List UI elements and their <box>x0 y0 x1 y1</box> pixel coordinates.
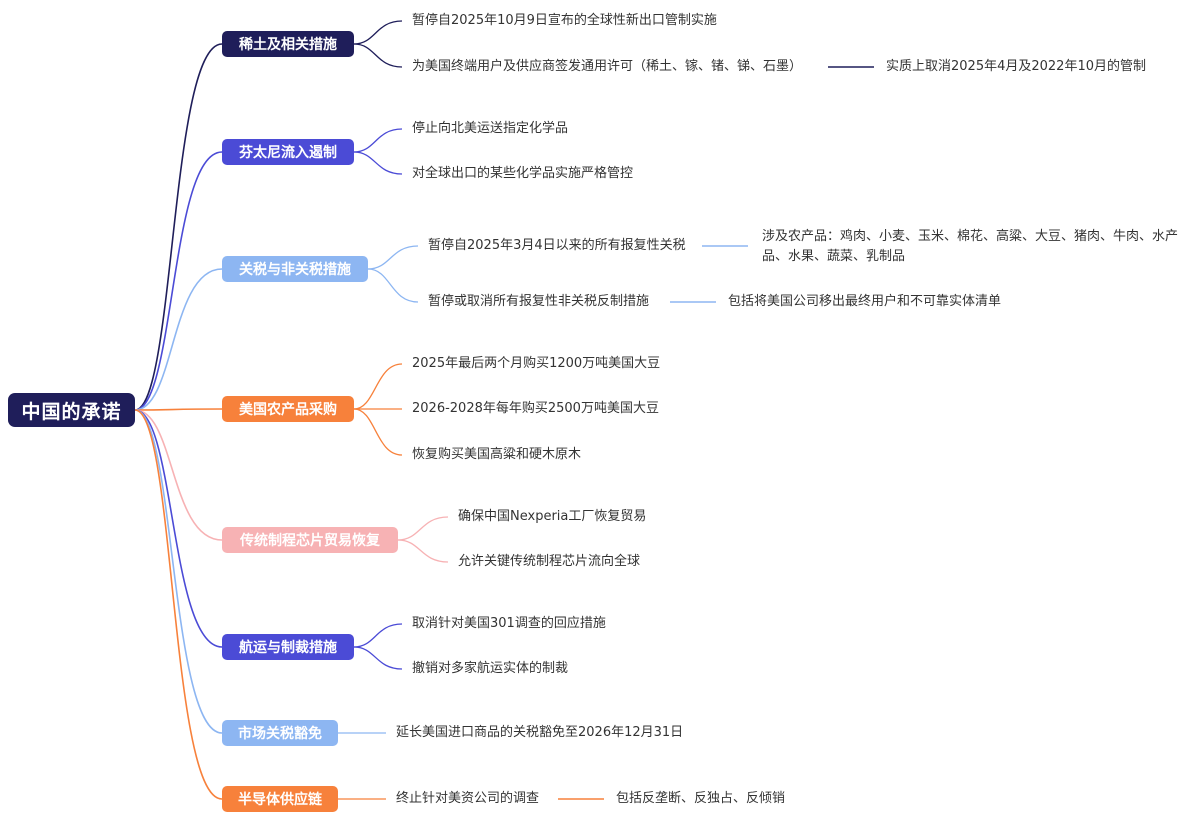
root-link-6 <box>134 409 223 734</box>
leaf-rare-earth-2: 为美国终端用户及供应商签发通用许可（稀土、镓、锗、锑、石墨） <box>412 59 803 74</box>
branch-tariff[interactable]: 关税与非关税措施 <box>222 256 368 282</box>
branch-shipping[interactable]: 航运与制裁措施 <box>222 634 354 660</box>
root-link-5 <box>134 409 223 648</box>
leaf-agri-3: 恢复购买美国高粱和硬木原木 <box>412 447 582 462</box>
branch-semiconductor[interactable]: 半导体供应链 <box>222 786 338 812</box>
root-link-3 <box>134 408 223 411</box>
leaf-rare-earth-1: 暂停自2025年10月9日宣布的全球性新出口管制实施 <box>412 13 717 28</box>
tariff-link-0 <box>367 245 419 270</box>
agri-link-2 <box>353 408 403 456</box>
branch-rare-earth[interactable]: 稀土及相关措施 <box>222 31 354 57</box>
leaf-agri-1: 2025年最后两个月购买1200万吨美国大豆 <box>412 356 661 371</box>
shipping-link-0 <box>353 623 403 648</box>
leaf-chips-1: 确保中国Nexperia工厂恢复贸易 <box>458 509 647 524</box>
root-link-0 <box>134 43 223 411</box>
root-link-1 <box>134 151 223 411</box>
agri-link-0 <box>353 363 403 410</box>
leaf-agri-2: 2026-2028年每年购买2500万吨美国大豆 <box>412 401 659 416</box>
tariff-link-1 <box>367 268 419 303</box>
root-link-2 <box>134 268 223 411</box>
leaf-exemption-1: 延长美国进口商品的关税豁免至2026年12月31日 <box>396 725 684 740</box>
rare-earth-link-1 <box>353 43 403 68</box>
chips-link-1 <box>397 539 449 563</box>
leaf-rare-earth-2-detail: 实质上取消2025年4月及2022年10月的管制 <box>886 59 1146 74</box>
leaf-fentanyl-1: 停止向北美运送指定化学品 <box>412 121 569 136</box>
chips-link-0 <box>397 516 449 541</box>
leaf-semiconductor-1-detail: 包括反垄断、反独占、反倾销 <box>616 791 786 806</box>
leaf-tariff-2-detail: 包括将美国公司移出最终用户和不可靠实体清单 <box>728 294 1002 309</box>
branch-fentanyl[interactable]: 芬太尼流入遏制 <box>222 139 354 165</box>
branch-agri[interactable]: 美国农产品采购 <box>222 396 354 422</box>
branch-exemption[interactable]: 市场关税豁免 <box>222 720 338 746</box>
shipping-link-1 <box>353 646 403 670</box>
branch-chips[interactable]: 传统制程芯片贸易恢复 <box>222 527 398 553</box>
leaf-chips-2: 允许关键传统制程芯片流向全球 <box>458 554 641 569</box>
leaf-fentanyl-2: 对全球出口的某些化学品实施严格管控 <box>412 166 634 181</box>
leaf-tariff-1-detail: 涉及农产品：鸡肉、小麦、玉米、棉花、高粱、大豆、猪肉、牛肉、水产品、水果、蔬菜、… <box>762 229 1179 264</box>
rare-earth-link-0 <box>353 20 403 45</box>
root-link-7 <box>134 409 223 800</box>
root-link-4 <box>134 409 223 541</box>
leaf-shipping-2: 撤销对多家航运实体的制裁 <box>412 661 569 676</box>
leaf-tariff-2: 暂停或取消所有报复性非关税反制措施 <box>428 294 650 309</box>
leaf-semiconductor-1: 终止针对美资公司的调查 <box>396 791 540 806</box>
leaf-tariff-1: 暂停自2025年3月4日以来的所有报复性关税 <box>428 238 686 253</box>
leaf-shipping-1: 取消针对美国301调查的回应措施 <box>412 616 606 631</box>
fentanyl-link-1 <box>353 151 403 175</box>
root-node[interactable]: 中国的承诺 <box>8 393 135 427</box>
fentanyl-link-0 <box>353 128 403 153</box>
